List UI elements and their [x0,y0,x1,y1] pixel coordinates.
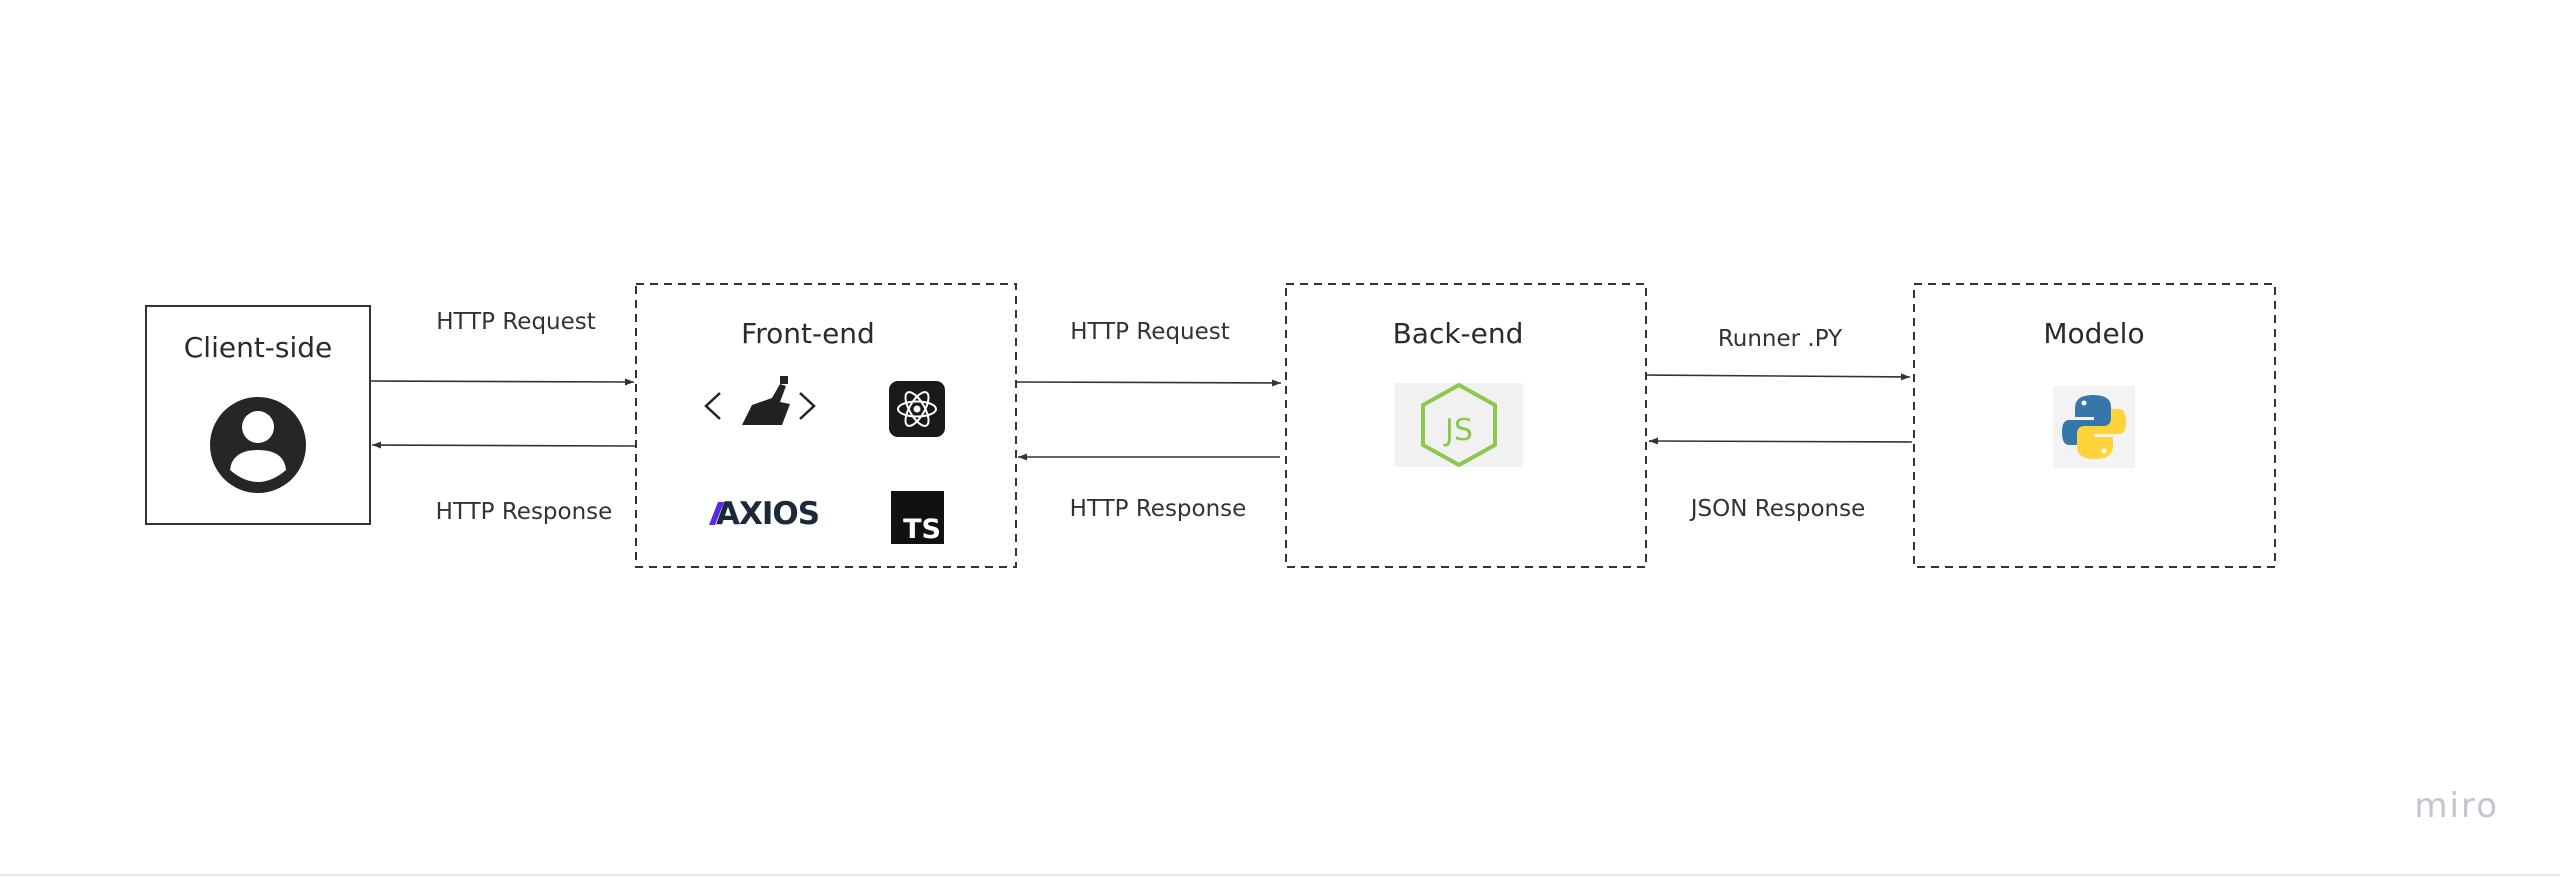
axios-logo: AXIOS [709,496,820,532]
frontend-node[interactable]: Front-end AXIOS TS [635,283,1017,568]
edge-label-backend-to-modelo: Runner .PY [1718,326,1843,352]
backend-title: Back-end [1393,317,1524,350]
html-code-icon [704,376,816,425]
nodejs-logo-text: JS [1443,413,1473,448]
react-icon [889,381,945,437]
modelo-node[interactable]: Modelo [1913,283,2276,568]
edge-label-frontend-to-backend: HTTP Request [1070,319,1230,345]
edge-frontend-to-client[interactable]: HTTP Response [371,441,636,525]
edge-backend-to-frontend[interactable]: HTTP Response [1018,453,1280,522]
typescript-logo: TS [891,491,944,545]
nodejs-icon: JS [1395,382,1523,468]
edge-modelo-to-backend[interactable]: JSON Response [1648,437,1913,522]
edge-frontend-to-backend[interactable]: HTTP Request [1016,319,1282,387]
edge-client-to-frontend[interactable]: HTTP Request [370,309,635,386]
edge-label-client-to-frontend: HTTP Request [436,309,596,335]
edge-label-modelo-to-backend: JSON Response [1689,496,1865,522]
client-title: Client-side [184,331,333,364]
typescript-logo-text: TS [903,514,941,545]
user-avatar-icon [210,397,306,493]
python-icon [2053,386,2135,468]
modelo-title: Modelo [2043,317,2144,350]
miro-watermark: miro [2414,786,2499,826]
axios-logo-text: AXIOS [716,496,819,532]
edge-backend-to-modelo[interactable]: Runner .PY [1646,326,1911,381]
backend-node[interactable]: Back-end JS [1285,283,1647,568]
client-node[interactable]: Client-side [145,305,371,525]
bottom-divider [0,874,2560,876]
edge-label-backend-to-frontend: HTTP Response [1070,496,1247,522]
frontend-title: Front-end [741,317,875,350]
edge-label-frontend-to-client: HTTP Response [436,499,613,525]
